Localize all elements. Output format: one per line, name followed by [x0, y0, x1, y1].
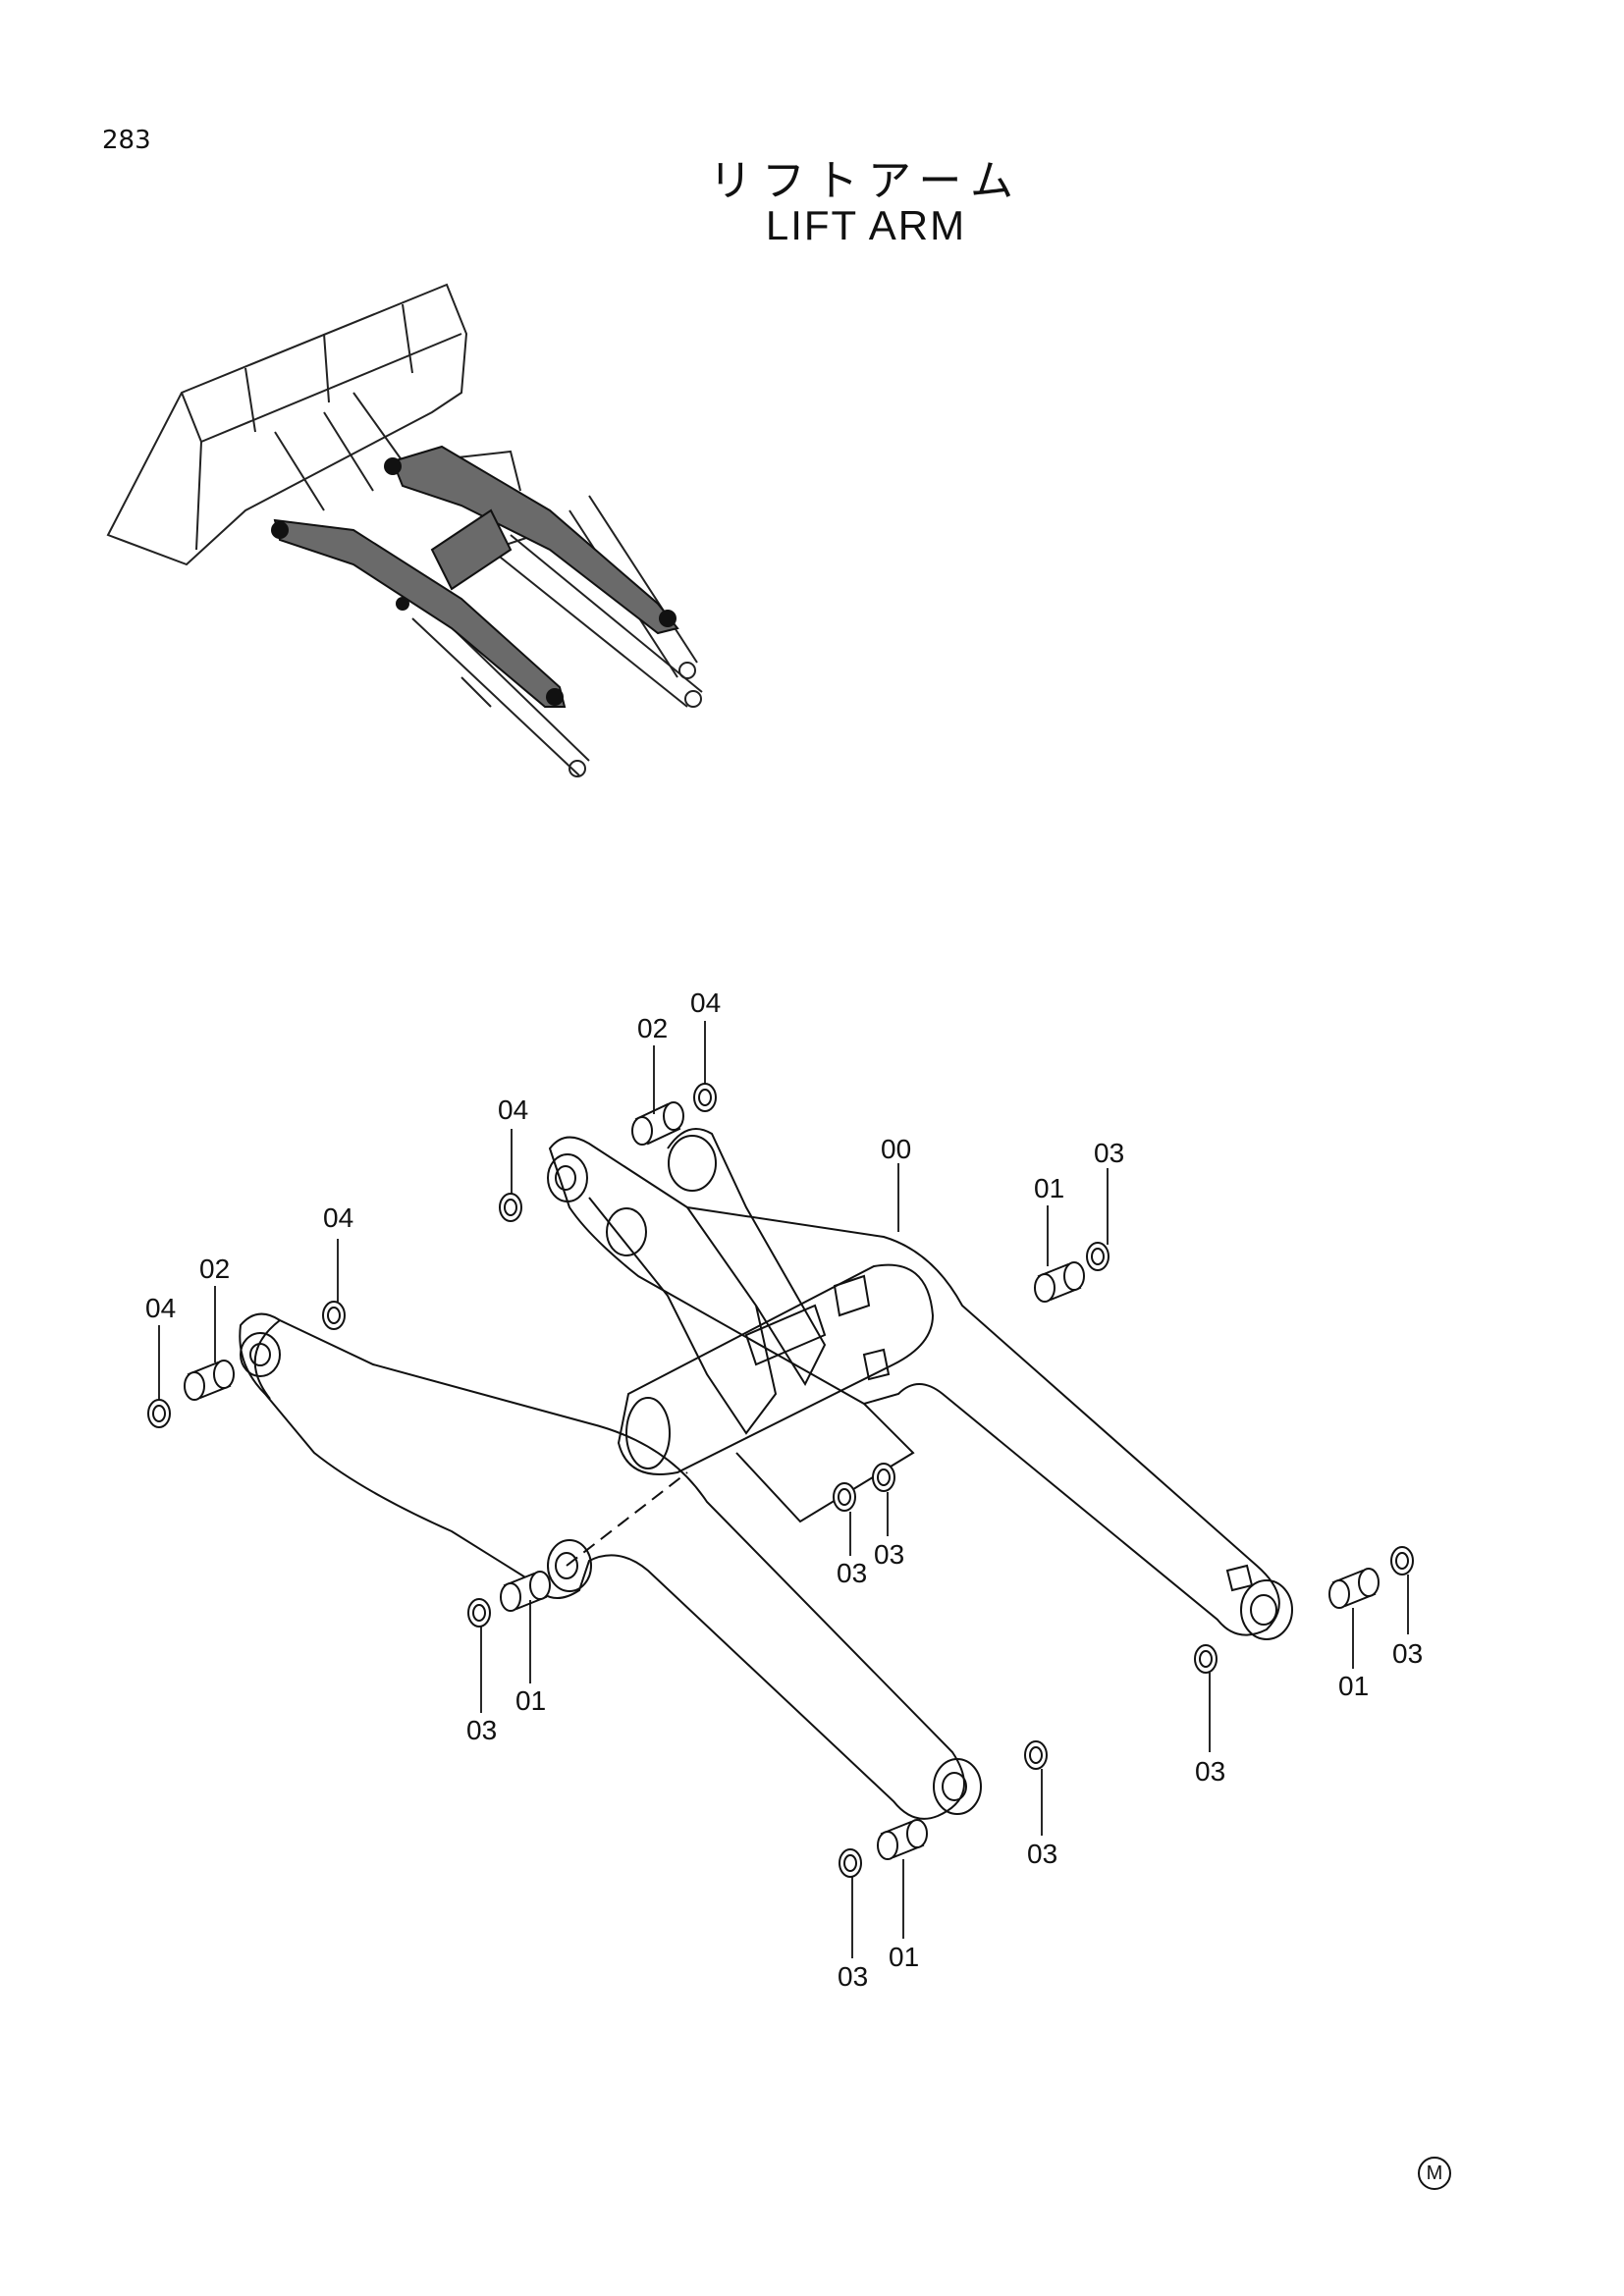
- callout-03: 03: [874, 1539, 904, 1570]
- front-lift-arm: [239, 1312, 965, 1820]
- callout-01: 01: [515, 1685, 546, 1716]
- callout-04: 04: [145, 1293, 176, 1323]
- callout-02: 02: [199, 1254, 230, 1284]
- title-japanese: リフトアーム: [708, 156, 1024, 206]
- title-english: LIFT ARM: [765, 202, 967, 248]
- callout-03: 03: [466, 1715, 497, 1745]
- cross-tube: [617, 1263, 935, 1475]
- lift-arm-right-shaded: [391, 445, 679, 635]
- callout-02: 02: [637, 1013, 668, 1043]
- callout-04: 04: [690, 988, 721, 1018]
- callout-03: 03: [1392, 1638, 1423, 1669]
- rear-lift-arm: [548, 1136, 1280, 1636]
- hidden-centerline: [566, 1471, 688, 1567]
- lift-arm-left-shaded: [273, 518, 567, 708]
- page-number: 283: [102, 126, 151, 155]
- callout-01: 01: [1338, 1671, 1369, 1701]
- callout-03: 03: [1094, 1138, 1124, 1168]
- callout-03: 03: [838, 1961, 868, 1992]
- callout-04: 04: [498, 1095, 528, 1125]
- callout-03: 03: [1195, 1756, 1225, 1787]
- corner-mark: M: [1418, 2157, 1451, 2190]
- tower: [588, 1197, 778, 1435]
- callout-01: 01: [1034, 1173, 1064, 1203]
- bucket-outline: [106, 283, 468, 566]
- callout-03: 03: [1027, 1839, 1057, 1869]
- callout-03: 03: [837, 1558, 867, 1588]
- cross-tube-shaded: [430, 508, 513, 591]
- callout-00: 00: [881, 1134, 911, 1164]
- callout-04: 04: [323, 1202, 353, 1233]
- callout-01: 01: [889, 1942, 919, 1972]
